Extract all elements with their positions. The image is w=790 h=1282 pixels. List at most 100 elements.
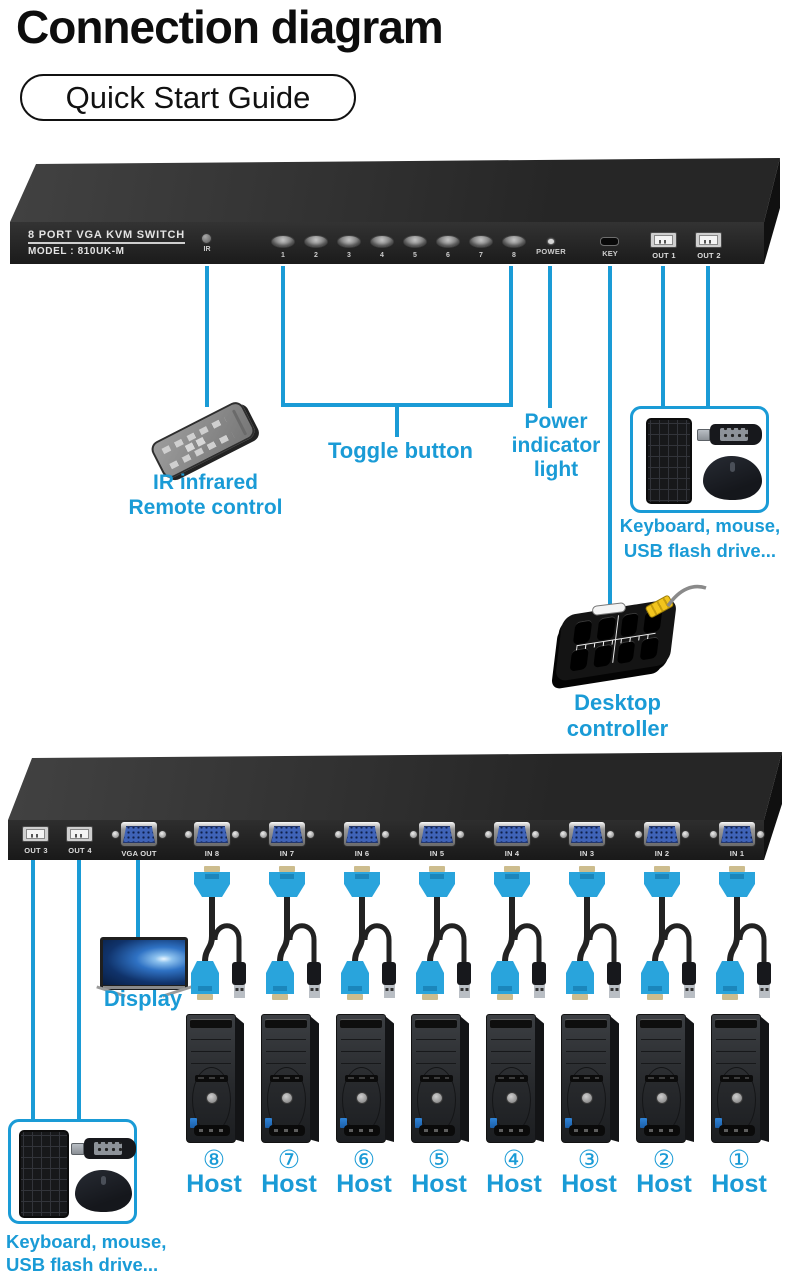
caption-line: USB flash drive... — [6, 1254, 159, 1275]
vga-out-port: VGA OUT — [111, 820, 167, 858]
caption-line: controller — [566, 716, 669, 741]
usb-body — [710, 424, 762, 445]
host-computer: ⑤ Host — [411, 1014, 469, 1199]
ir-remote-image — [148, 399, 258, 481]
host-computer: ② Host — [636, 1014, 694, 1199]
power-button — [581, 1092, 593, 1104]
caption-line: Desktop — [574, 690, 661, 715]
card-reader — [195, 1075, 228, 1082]
front-ports — [494, 1125, 530, 1136]
vent — [416, 1063, 456, 1064]
host-number: ② — [652, 1146, 676, 1174]
host-label: Host — [186, 1170, 242, 1198]
sticker — [490, 1118, 497, 1128]
vga-in-port: IN 1 — [709, 820, 765, 858]
vga-in-label: IN 8 — [204, 849, 220, 858]
controller-cable — [666, 584, 707, 607]
button-cap — [436, 235, 460, 248]
vga-screw — [184, 830, 193, 839]
vent — [566, 1051, 606, 1052]
button-number: 8 — [512, 252, 516, 259]
mouse-image — [703, 456, 762, 500]
vga-dsub — [196, 826, 228, 843]
vga-usb-cable-image — [191, 866, 246, 1000]
host-number: ⑤ — [427, 1146, 451, 1174]
vga-dsub — [123, 826, 155, 843]
button-cap — [403, 235, 427, 248]
out4-label: OUT 4 — [68, 846, 92, 855]
power-button — [656, 1092, 668, 1104]
toggle-button-caption: Toggle button — [328, 438, 473, 463]
vent — [341, 1039, 381, 1040]
pc-tower-image — [561, 1014, 611, 1143]
vga-screw — [381, 830, 390, 839]
vent — [641, 1039, 681, 1040]
vga-dsub — [421, 826, 453, 843]
button-number: 1 — [281, 252, 285, 259]
vga-in-label: IN 1 — [729, 849, 745, 858]
controller-slot — [572, 619, 593, 645]
usb-flash-drive-image — [71, 1138, 136, 1159]
pc-tower-image — [261, 1014, 311, 1143]
vga-in-label: IN 5 — [429, 849, 445, 858]
power-led — [548, 239, 554, 244]
display-caption: Display — [103, 986, 183, 1011]
button-cap — [304, 235, 328, 248]
vga-dsub — [721, 826, 753, 843]
vent — [491, 1039, 531, 1040]
usb-slot — [26, 829, 45, 839]
host-computer: ① Host — [711, 1014, 769, 1199]
vent — [641, 1051, 681, 1052]
vga-screw — [634, 830, 643, 839]
button-cap — [469, 235, 493, 248]
monitor-bezel — [103, 986, 185, 989]
usb-out3-port — [22, 826, 49, 842]
vga-usb-cable-image — [491, 866, 546, 1000]
channel-button: 4 — [370, 235, 394, 259]
tower-side — [460, 1016, 469, 1142]
callout-line-ir — [205, 266, 209, 407]
vga-in-label: IN 7 — [279, 849, 295, 858]
usb-out4-port — [66, 826, 93, 842]
vent — [191, 1063, 231, 1064]
caption-line: USB flash drive... — [623, 540, 777, 561]
host-computer: ③ Host — [561, 1014, 619, 1199]
button-number: 6 — [446, 252, 450, 259]
card-reader — [570, 1075, 603, 1082]
vga-screw — [456, 830, 465, 839]
vga-screw — [409, 830, 418, 839]
power-label: POWER — [536, 247, 566, 256]
usb-body — [84, 1138, 136, 1159]
vent — [716, 1039, 756, 1040]
vent — [716, 1063, 756, 1064]
vent — [191, 1051, 231, 1052]
tower-side — [760, 1016, 769, 1142]
kvm-switch-rear-panel — [6, 750, 786, 862]
caption-line: indicator — [511, 434, 601, 457]
controller-slot — [596, 615, 616, 641]
host-label: Host — [486, 1170, 542, 1198]
keyboard-mouse-box-bottom — [8, 1119, 137, 1224]
ir-sensor — [201, 233, 212, 244]
host-computer: ⑦ Host — [261, 1014, 319, 1199]
chassis-top-face — [8, 752, 782, 820]
tower-side — [685, 1016, 694, 1142]
desktop-controller-caption: Desktop controller — [540, 690, 695, 742]
vga-in-label: IN 2 — [654, 849, 670, 858]
pc-tower-image — [486, 1014, 536, 1143]
vga-in-port: IN 7 — [259, 820, 315, 858]
vga-dsub — [496, 826, 528, 843]
vent — [416, 1039, 456, 1040]
vent — [341, 1063, 381, 1064]
host-label: Host — [411, 1170, 467, 1198]
callout-line-out4 — [77, 860, 81, 1121]
device-model: MODEL : 810UK-M — [28, 246, 125, 257]
sticker — [415, 1118, 422, 1128]
page-title: Connection diagram — [16, 1, 444, 53]
vga-in-label: IN 6 — [354, 849, 370, 858]
vga-screw — [606, 830, 615, 839]
vga-in-port: IN 3 — [559, 820, 615, 858]
host-number: ⑥ — [352, 1146, 376, 1174]
vga-dsub — [571, 826, 603, 843]
